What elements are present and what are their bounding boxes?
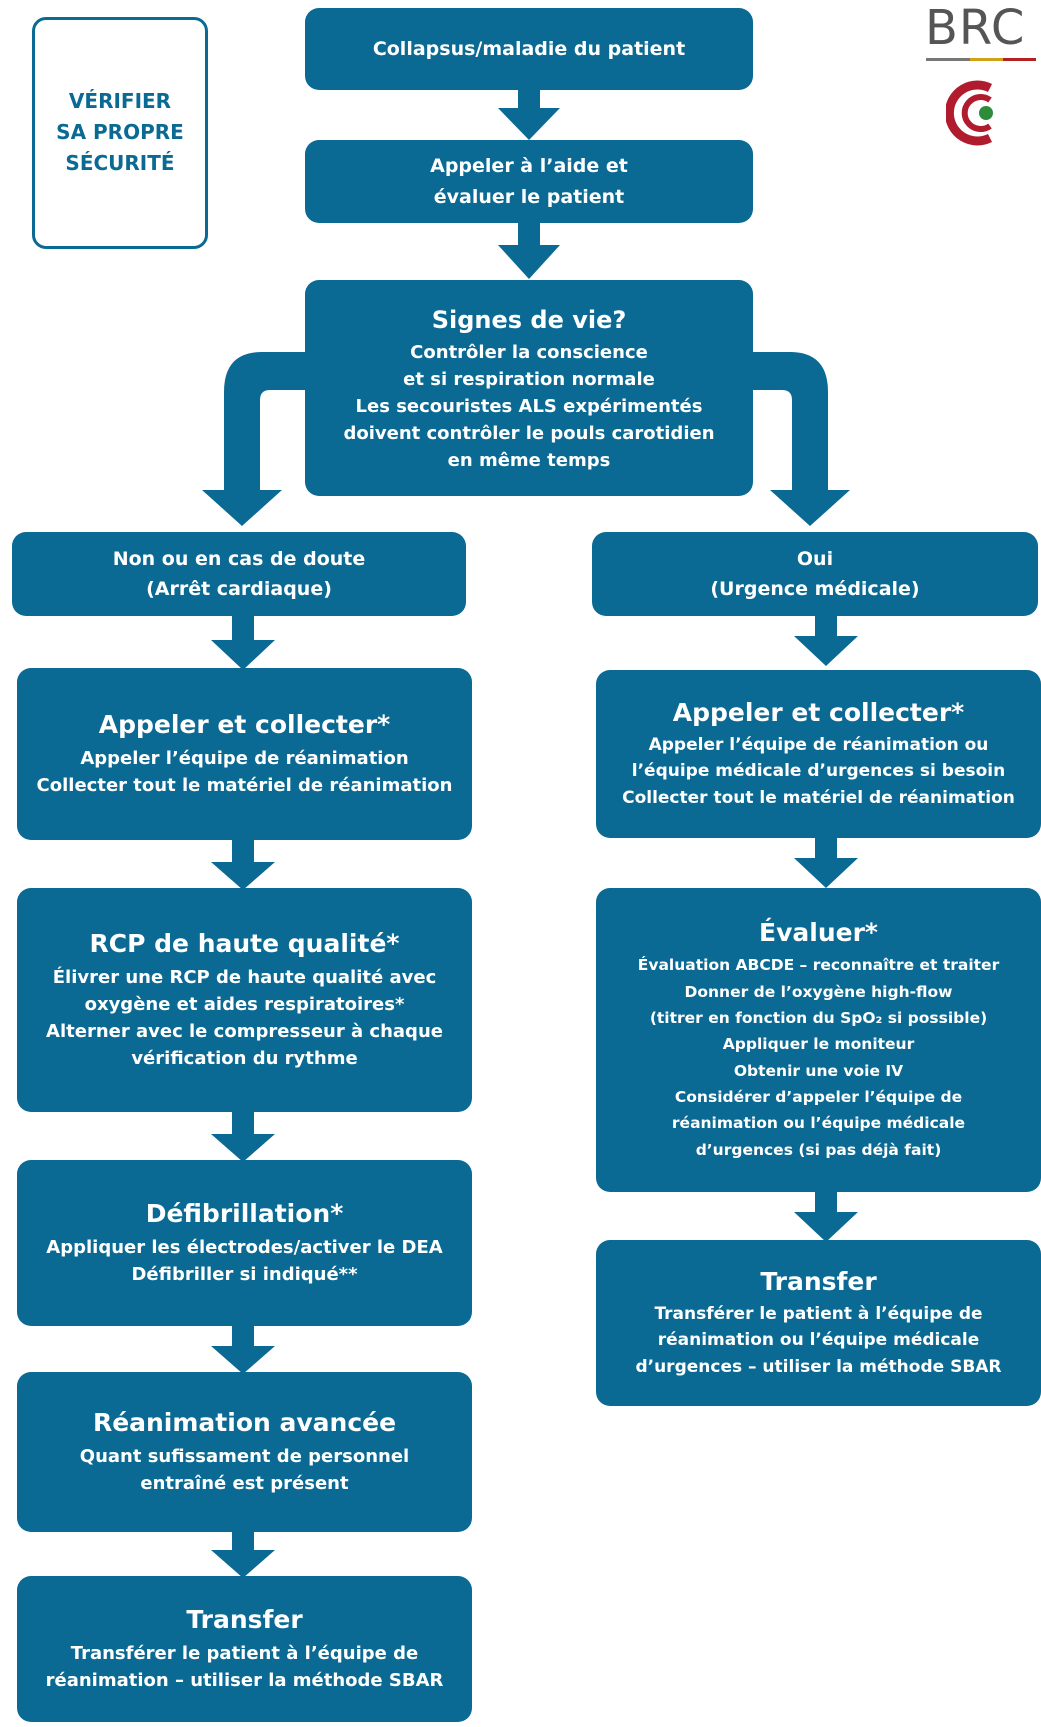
defibrillation-line: Appliquer les électrodes/activer le DEA <box>46 1236 443 1258</box>
arrow-left-advanced-to-transfer <box>211 1532 275 1578</box>
arrow-left-branch-to-call <box>211 616 275 670</box>
signs-of-life-title: Signes de vie? <box>431 305 627 334</box>
rcp-line: Alterner avec le compresseur à chaque <box>46 1020 443 1042</box>
right-transfer-line: Transférer le patient à l’équipe de <box>654 1304 983 1325</box>
resuscitation-council-logo-icon <box>946 80 993 146</box>
rcp-line: Élivrer une RCP de haute qualité avec <box>52 966 437 988</box>
left-call-title: Appeler et collecter* <box>98 710 391 740</box>
evaluate-line: Obtenir une voie IV <box>733 1061 904 1080</box>
arrow-right-branch-to-call <box>794 616 858 666</box>
verify-safety-box: VÉRIFIER SA PROPRE SÉCURITÉ <box>32 17 208 249</box>
arrow-left-defib-to-advanced <box>211 1326 275 1374</box>
left-branch-line: (Arrêt cardiaque) <box>146 578 332 600</box>
evaluate-line: réanimation ou l’équipe médicale <box>671 1114 966 1133</box>
advanced-resuscitation-box: Réanimation avancée Quant sufissament de… <box>17 1372 472 1532</box>
rcp-box: RCP de haute qualité* Élivrer une RCP de… <box>17 888 472 1112</box>
right-call-line: Collecter tout le matériel de réanimatio… <box>622 787 1015 808</box>
defibrillation-box: Défibrillation* Appliquer les électrodes… <box>17 1160 472 1326</box>
left-transfer-title: Transfer <box>186 1605 303 1635</box>
signs-line: en même temps <box>447 449 611 471</box>
left-transfer-line: Transférer le patient à l’équipe de <box>70 1642 419 1664</box>
rcp-title: RCP de haute qualité* <box>89 929 400 959</box>
call-help-line: Appeler à l’aide et <box>430 155 628 178</box>
call-help-line: évaluer le patient <box>433 185 625 208</box>
right-branch-line: (Urgence médicale) <box>710 578 920 600</box>
call-help-box: Appeler à l’aide et évaluer le patient <box>305 140 753 223</box>
signs-line: Les secouristes ALS expérimentés <box>355 395 703 417</box>
right-call-line: l’équipe médicale d’urgences si besoin <box>631 761 1006 782</box>
arrow-left-call-to-rcp <box>211 840 275 890</box>
evaluate-line: Considérer d’appeler l’équipe de <box>674 1087 963 1106</box>
left-transfer-line: réanimation – utiliser la méthode SBAR <box>45 1669 444 1691</box>
arrow-right-evaluate-to-transfer <box>794 1192 858 1242</box>
signs-line: doivent contrôler le pouls carotidien <box>343 422 715 444</box>
evaluate-title: Évaluer* <box>759 918 878 947</box>
arrow-collapse-to-call <box>498 90 560 140</box>
signs-line: Contrôler la conscience <box>410 341 648 363</box>
signs-line: et si respiration normale <box>403 368 655 390</box>
brc-logo: BRC <box>925 0 1026 56</box>
left-call-line: Appeler l’équipe de réanimation <box>80 747 409 769</box>
advanced-line: entraîné est présent <box>140 1472 349 1494</box>
right-transfer-box: Transfer Transférer le patient à l’équip… <box>596 1240 1041 1406</box>
evaluate-box: Évaluer* Évaluation ABCDE – reconnaître … <box>596 888 1041 1192</box>
right-transfer-line: d’urgences – utiliser la méthode SBAR <box>635 1356 1002 1377</box>
defibrillation-line: Défibriller si indiqué** <box>131 1263 358 1285</box>
defibrillation-title: Défibrillation* <box>145 1199 344 1229</box>
evaluate-line: (titrer en fonction du SpO₂ si possible) <box>649 1008 988 1027</box>
left-call-collect-box: Appeler et collecter* Appeler l’équipe d… <box>17 668 472 840</box>
arrow-signs-to-left-branch <box>202 352 305 526</box>
right-branch-line: Oui <box>796 547 834 570</box>
evaluate-line: Donner de l’oxygène high-flow <box>684 982 953 1001</box>
rcp-line: vérification du rythme <box>131 1047 358 1069</box>
advanced-title: Réanimation avancée <box>92 1408 397 1438</box>
collapse-box: Collapsus/maladie du patient <box>305 8 753 90</box>
right-call-line: Appeler l’équipe de réanimation ou <box>648 735 989 756</box>
safety-line: SA PROPRE <box>56 120 184 144</box>
arrow-signs-to-right-branch <box>750 352 850 526</box>
safety-line: VÉRIFIER <box>68 89 172 113</box>
signs-of-life-box: Signes de vie? Contrôler la conscience e… <box>305 280 753 496</box>
brc-logo-underline <box>926 58 1036 61</box>
rcp-line: oxygène et aides respiratoires* <box>84 993 405 1015</box>
safety-line: SÉCURITÉ <box>65 151 175 175</box>
right-call-title: Appeler et collecter* <box>672 697 965 727</box>
arrow-right-call-to-evaluate <box>794 838 858 888</box>
evaluate-line: d’urgences (si pas déjà fait) <box>695 1140 942 1159</box>
left-branch-box: Non ou en cas de doute (Arrêt cardiaque) <box>12 532 466 616</box>
evaluate-line: Évaluation ABCDE – reconnaître et traite… <box>637 956 1000 975</box>
evaluate-line: Appliquer le moniteur <box>722 1035 915 1054</box>
left-transfer-box: Transfer Transférer le patient à l’équip… <box>17 1576 472 1722</box>
left-branch-line: Non ou en cas de doute <box>112 547 366 570</box>
advanced-line: Quant sufissament de personnel <box>79 1445 410 1467</box>
right-branch-box: Oui (Urgence médicale) <box>592 532 1038 616</box>
right-transfer-title: Transfer <box>760 1266 877 1296</box>
right-transfer-line: réanimation ou l’équipe médicale <box>657 1330 980 1351</box>
collapse-label: Collapsus/maladie du patient <box>372 37 686 60</box>
right-call-collect-box: Appeler et collecter* Appeler l’équipe d… <box>596 670 1041 838</box>
arrow-call-to-signs <box>498 223 560 279</box>
arrow-left-rcp-to-defib <box>211 1112 275 1162</box>
left-call-line: Collecter tout le matériel de réanimatio… <box>36 774 453 796</box>
